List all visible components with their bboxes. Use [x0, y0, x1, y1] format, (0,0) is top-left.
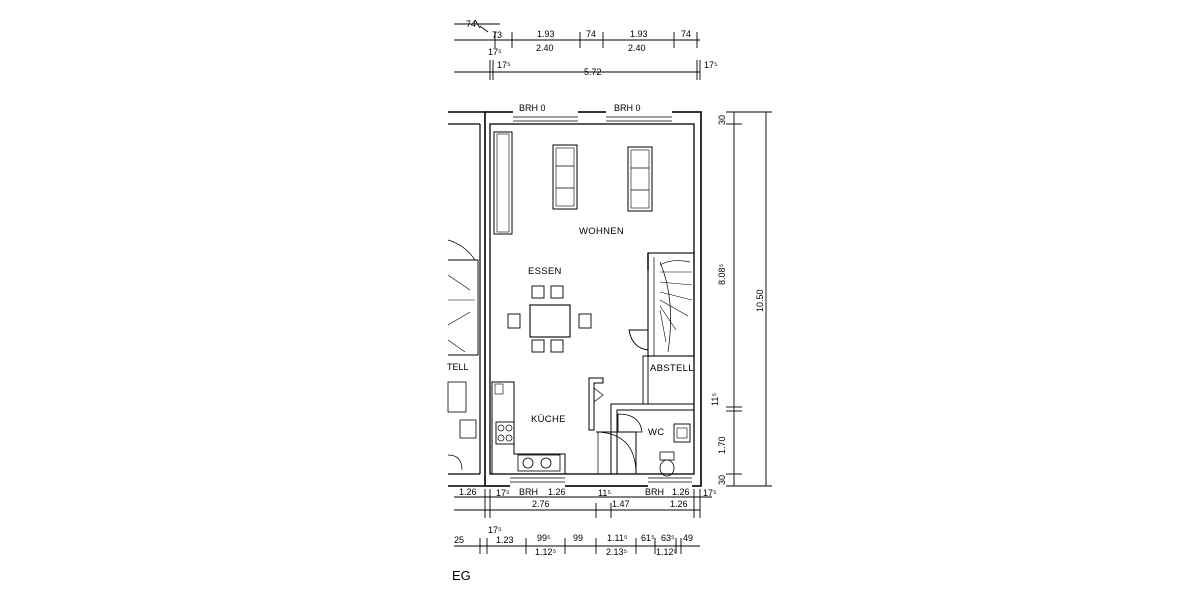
dim-b-1-26-a: 1.26 — [459, 487, 477, 497]
dim-b-11-5: 11⁵ — [598, 488, 611, 498]
room-label-abstell: ABSTELL — [650, 363, 694, 374]
dim-8-08: 8.08⁵ — [717, 263, 727, 285]
dim-b-1-12-5-a: 1.12⁵ — [535, 547, 557, 557]
dim-b-17-5-a: 17⁵ — [496, 488, 510, 498]
neighbor-abstell-label: TELL — [447, 362, 469, 372]
dim-30-bottom: 30 — [717, 475, 727, 485]
dim-2-40-b: 2.40 — [628, 43, 646, 53]
dim-74-c: 74 — [681, 29, 691, 39]
floor-label: EG — [452, 568, 471, 583]
kitchen-counter — [491, 381, 566, 475]
dim-b-17-5-b: 17⁵ — [703, 488, 717, 498]
window-label-bottom-right: BRH — [645, 487, 664, 497]
dim-b-99-5: 99⁵ — [537, 533, 551, 543]
staircase — [628, 252, 695, 357]
dim-b-1-26-d: 1.26 — [670, 499, 688, 509]
window-label-bottom-left: BRH — [519, 487, 538, 497]
dim-b-63-5: 63⁵ — [661, 533, 675, 543]
dim-b-17-5-c: 17⁵ — [488, 525, 502, 535]
dim-17-5-b: 17⁵ — [497, 60, 511, 70]
dining-table-set — [507, 285, 592, 353]
right-dimension-chain: 30 8.08⁵ 11⁵ 1.70 30 10.50 — [710, 111, 772, 487]
dim-1-93-a: 1.93 — [537, 29, 555, 39]
bottom-dimension-chain: 1.26 17⁵ BRH 1.26 11⁵ BRH 1.26 17⁵ 2.76 … — [454, 487, 717, 557]
dim-b-99: 99 — [573, 533, 583, 543]
wc-fixtures — [659, 423, 691, 477]
dim-b-1-47: 1.47 — [612, 499, 630, 509]
dim-74-b: 74 — [586, 29, 596, 39]
dim-b-1-11-5: 1.11⁵ — [607, 533, 628, 543]
dim-17-5-c: 17⁵ — [704, 60, 718, 70]
dim-b-2-13-5: 2.13⁵ — [606, 547, 628, 557]
dim-5-72: 5.72 — [584, 67, 602, 77]
room-label-essen: ESSEN — [528, 266, 562, 277]
dim-b-1-12-5-b: 1.12⁵ — [656, 547, 678, 557]
dim-b-1-26-c: 1.26 — [672, 487, 690, 497]
dim-1-70: 1.70 — [717, 436, 727, 454]
neighbor-house: TELL — [447, 111, 485, 487]
dim-b-61-5: 61⁵ — [641, 533, 655, 543]
room-label-kueche: KÜCHE — [531, 414, 566, 425]
window-label-top-right: BRH 0 — [614, 103, 641, 113]
interior-walls — [588, 355, 695, 475]
dim-b-1-23: 1.23 — [496, 535, 514, 545]
wohnen-furniture — [493, 131, 653, 235]
dim-b-2-76: 2.76 — [532, 499, 550, 509]
sofa-right — [627, 146, 653, 212]
top-dimension-chain: 74 73 1.93 74 1.93 74 17⁵ 2.40 2.40 17⁵ … — [454, 19, 718, 80]
room-label-wc: WC — [648, 427, 664, 438]
sofa-left — [552, 144, 578, 210]
dim-10-50-total: 10.50 — [755, 289, 765, 312]
dim-1-93-b: 1.93 — [630, 29, 648, 39]
dim-2-40-a: 2.40 — [536, 43, 554, 53]
room-label-wohnen: WOHNEN — [579, 226, 624, 237]
dim-b-1-26-b: 1.26 — [548, 487, 566, 497]
window-label-top-left: BRH 0 — [519, 103, 546, 113]
dim-17-5-a: 17⁵ — [488, 47, 502, 57]
dim-73: 73 — [492, 30, 502, 40]
dim-74-a: 74 — [466, 19, 476, 29]
dim-b-25: 25 — [454, 535, 464, 545]
dim-30-top: 30 — [717, 115, 727, 125]
dim-b-49: 49 — [683, 533, 693, 543]
dim-11-5: 11⁵ — [710, 393, 720, 406]
